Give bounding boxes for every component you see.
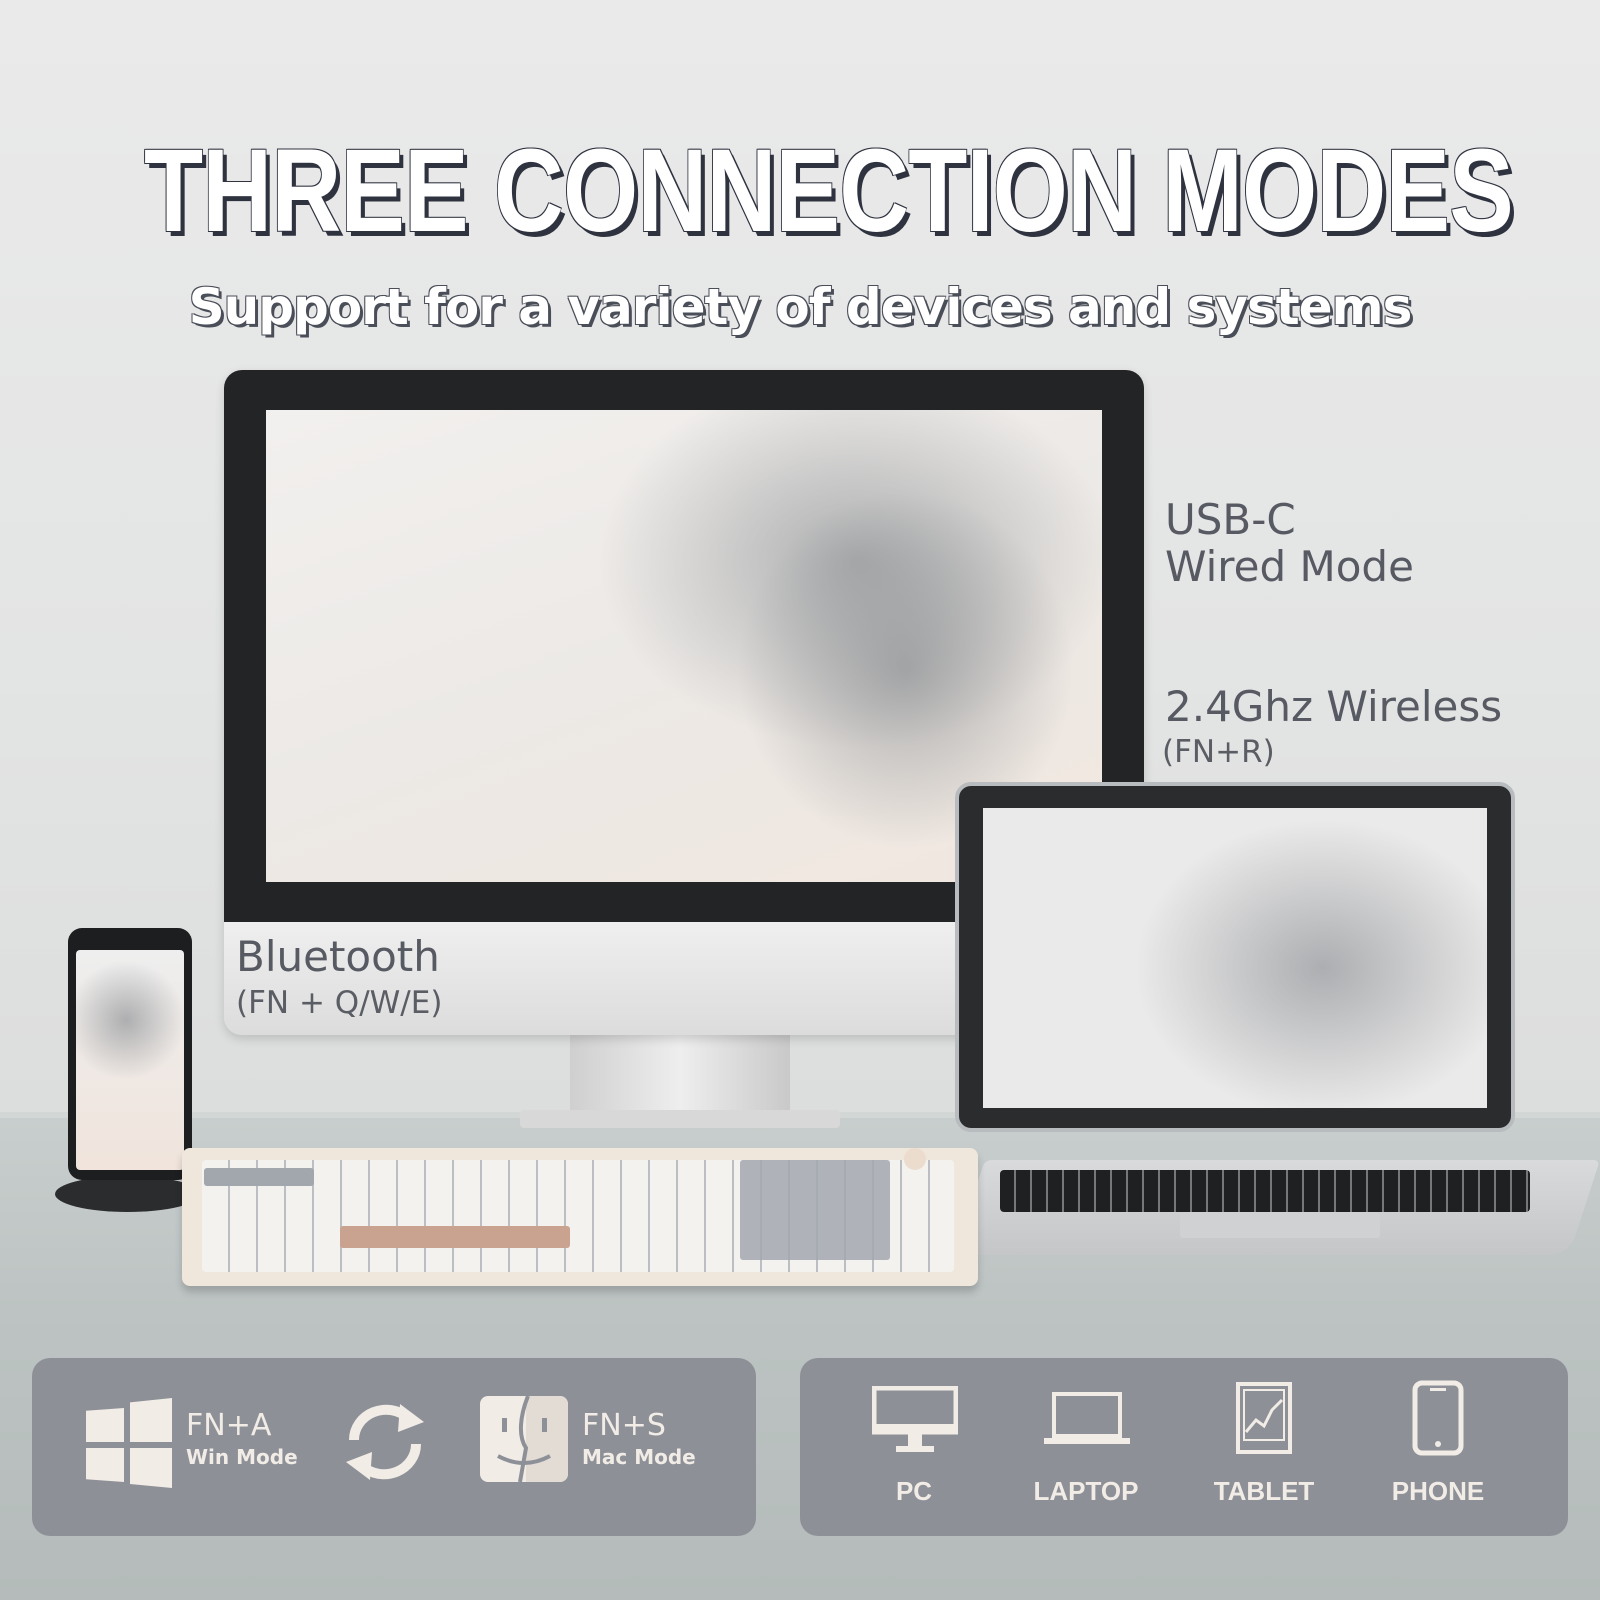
usb-mode-title: USB-C — [1165, 495, 1296, 544]
mac-mode-shortcut: FN+S — [582, 1408, 666, 1443]
win-mode-label: Win Mode — [186, 1445, 298, 1469]
win-mode-shortcut: FN+A — [186, 1408, 272, 1443]
laptop-keyboard — [1000, 1170, 1530, 1212]
laptop-icon — [1044, 1392, 1130, 1453]
laptop-trackpad — [1180, 1212, 1380, 1238]
pc-monitor-icon — [871, 1385, 959, 1461]
mac-mode-label: Mac Mode — [582, 1445, 696, 1469]
keyboard-spacebar — [340, 1226, 570, 1248]
windows-logo-icon — [86, 1398, 172, 1488]
phone-dock — [55, 1176, 200, 1212]
leaf-shadow — [1133, 818, 1487, 1108]
monitor-stand-foot — [520, 1110, 840, 1128]
mac-finder-icon — [480, 1396, 568, 1482]
desktop-monitor — [224, 370, 1144, 1035]
keyboard-modifier-keys — [204, 1168, 314, 1186]
keyboard-knob — [904, 1148, 926, 1170]
device-label-laptop: LAPTOP — [1033, 1476, 1139, 1506]
usb-mode-subtitle: Wired Mode — [1165, 542, 1414, 592]
phone-screen — [76, 950, 184, 1170]
wireless-mode-title: 2.4Ghz Wireless — [1165, 682, 1503, 731]
keyboard-numpad-keys — [740, 1160, 890, 1260]
bluetooth-mode-shortcut: (FN + Q/W/E) — [236, 985, 443, 1021]
bluetooth-mode-title: Bluetooth — [236, 932, 440, 981]
system-mode-panel — [32, 1358, 756, 1536]
page-headline: THREE CONNECTION MODES — [144, 125, 1514, 257]
page-subheadline: Support for a variety of devices and sys… — [188, 278, 1413, 336]
laptop-screen — [983, 808, 1487, 1108]
smartphone — [68, 928, 192, 1180]
device-label-pc: PC — [895, 1476, 933, 1506]
wireless-mode-shortcut: (FN+R) — [1162, 734, 1275, 770]
laptop — [955, 782, 1515, 1132]
device-label-phone: PHONE — [1391, 1476, 1485, 1506]
usb-mode-label: USB-C Wired Mode — [1165, 496, 1414, 590]
phone-icon — [1412, 1380, 1464, 1461]
device-label-tablet: TABLET — [1213, 1476, 1315, 1506]
sync-arrows-icon — [340, 1400, 430, 1484]
tablet-icon — [1236, 1382, 1292, 1459]
leaf-shadow — [76, 960, 184, 1080]
